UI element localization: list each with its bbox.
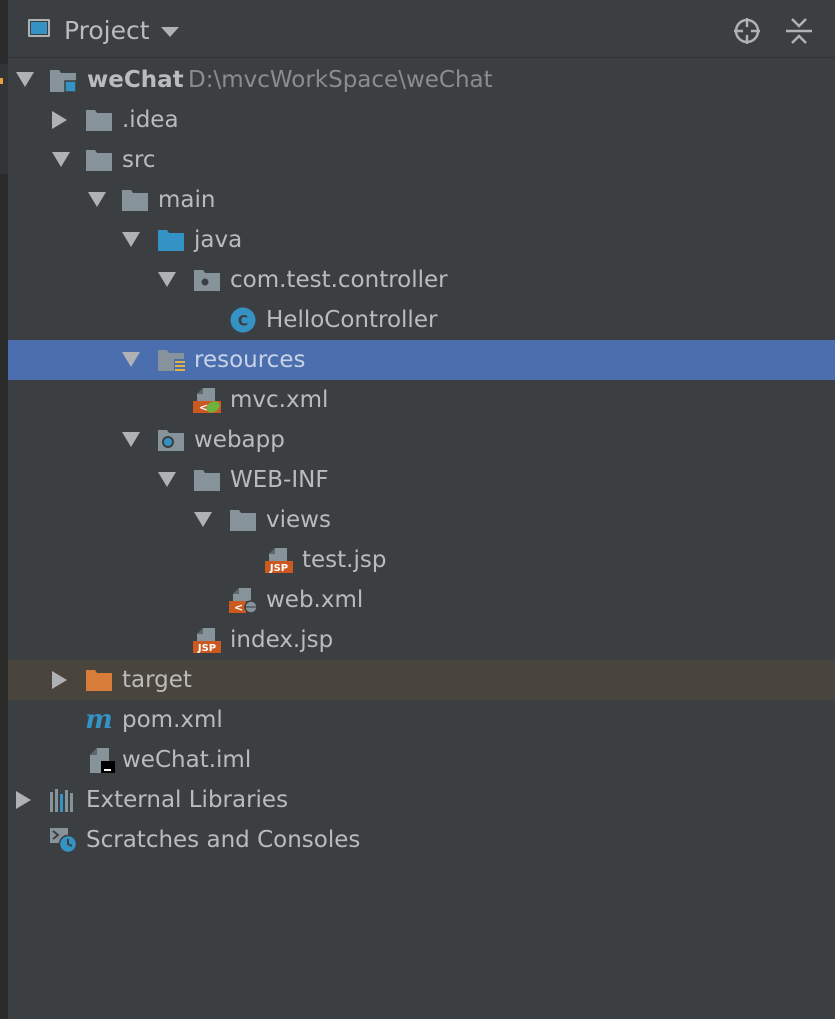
tree-item-target[interactable]: target (8, 660, 835, 700)
iml-file-icon (90, 748, 115, 773)
web-folder-icon (158, 430, 184, 451)
tree-item-idea[interactable]: .idea (8, 100, 835, 140)
scratches-icon (50, 828, 77, 853)
expand-arrow-icon[interactable] (52, 111, 67, 129)
spring-xml-icon: < (193, 388, 221, 413)
expand-arrow-icon[interactable] (16, 791, 31, 809)
expand-arrow-icon[interactable] (88, 192, 106, 207)
tree-item-label: index.jsp (230, 627, 334, 653)
module-folder-icon (50, 70, 77, 93)
folder-icon (230, 510, 256, 531)
tree-item-label: main (158, 187, 216, 213)
jsp-file-icon: JSP (193, 628, 221, 653)
project-tree: weChat D:\mvcWorkSpace\weChat .idea src (8, 60, 835, 860)
tree-item-label: resources (194, 347, 306, 373)
svg-text:JSP: JSP (197, 643, 216, 653)
tree-item-package[interactable]: com.test.controller (8, 260, 835, 300)
web-xml-icon: < (229, 588, 257, 613)
tool-window-title[interactable]: Project (64, 16, 150, 45)
java-class-icon: C (230, 307, 256, 333)
expand-arrow-icon[interactable] (16, 72, 34, 87)
expand-arrow-icon[interactable] (122, 232, 140, 247)
tree-item-test-jsp[interactable]: JSP test.jsp (8, 540, 835, 580)
folder-icon (194, 470, 220, 491)
tree-item-label: Scratches and Consoles (86, 827, 361, 853)
tree-item-resources[interactable]: resources (8, 340, 835, 380)
locate-icon[interactable] (732, 16, 762, 46)
folder-icon (86, 110, 112, 131)
svg-text:JSP: JSP (269, 563, 288, 573)
module-path: D:\mvcWorkSpace\weChat (188, 67, 493, 93)
tree-item-views[interactable]: views (8, 500, 835, 540)
expand-arrow-icon[interactable] (122, 352, 140, 367)
expand-arrow-icon[interactable] (194, 512, 212, 527)
tree-item-label: java (194, 227, 243, 253)
tree-item-scratches[interactable]: Scratches and Consoles (8, 820, 835, 860)
tree-item-web-xml[interactable]: < web.xml (8, 580, 835, 620)
dropdown-chevron-icon[interactable] (161, 27, 179, 37)
tree-item-label: com.test.controller (230, 267, 448, 293)
tree-item-label: src (122, 147, 156, 173)
maven-icon: m (85, 707, 113, 733)
expand-arrow-icon[interactable] (122, 432, 140, 447)
tree-item-wechat-iml[interactable]: weChat.iml (8, 740, 835, 780)
tree-item-wechat[interactable]: weChat D:\mvcWorkSpace\weChat (8, 60, 835, 100)
gutter-dot (0, 78, 3, 84)
tree-item-label: WEB-INF (230, 467, 329, 493)
tree-item-java[interactable]: java (8, 220, 835, 260)
tree-item-label: HelloController (266, 307, 438, 333)
tree-item-web-inf[interactable]: WEB-INF (8, 460, 835, 500)
tree-item-pom-xml[interactable]: m pom.xml (8, 700, 835, 740)
expand-arrow-icon[interactable] (158, 472, 176, 487)
left-gutter (0, 0, 8, 1019)
tree-item-label: weChat (87, 67, 184, 93)
gutter-marker (0, 64, 8, 174)
tree-item-label: webapp (194, 427, 285, 453)
tree-item-label: pom.xml (122, 707, 223, 733)
excluded-folder-icon (86, 670, 112, 691)
tree-item-src[interactable]: src (8, 140, 835, 180)
tool-window-header: Project (8, 0, 835, 58)
tree-item-external-libraries[interactable]: External Libraries (8, 780, 835, 820)
expand-arrow-icon[interactable] (52, 671, 67, 689)
package-icon (194, 270, 220, 291)
tree-item-label: test.jsp (302, 547, 387, 573)
jsp-file-icon: JSP (265, 548, 293, 573)
expand-arrow-icon[interactable] (52, 152, 70, 167)
tree-item-hello-controller[interactable]: C HelloController (8, 300, 835, 340)
svg-text:m: m (85, 707, 113, 733)
folder-icon (86, 150, 112, 171)
folder-icon (122, 190, 148, 211)
tree-item-label: views (266, 507, 331, 533)
libraries-icon (50, 789, 73, 812)
svg-text:<: < (199, 401, 208, 413)
svg-text:C: C (238, 314, 248, 330)
tree-item-label: External Libraries (86, 787, 289, 813)
resources-folder-icon (158, 350, 185, 372)
tree-item-label: weChat.iml (122, 747, 252, 773)
tree-item-index-jsp[interactable]: JSP index.jsp (8, 620, 835, 660)
tree-item-label: target (122, 667, 192, 693)
tree-item-label: .idea (122, 107, 179, 133)
tree-item-webapp[interactable]: webapp (8, 420, 835, 460)
tree-item-label: web.xml (266, 587, 364, 613)
svg-text:<: < (234, 601, 243, 613)
tree-item-main[interactable]: main (8, 180, 835, 220)
source-folder-icon (158, 230, 184, 251)
tree-item-label: mvc.xml (230, 387, 329, 413)
tree-item-mvc-xml[interactable]: < mvc.xml (8, 380, 835, 420)
project-window-icon (28, 19, 50, 37)
expand-arrow-icon[interactable] (158, 272, 176, 287)
collapse-all-icon[interactable] (784, 16, 814, 46)
